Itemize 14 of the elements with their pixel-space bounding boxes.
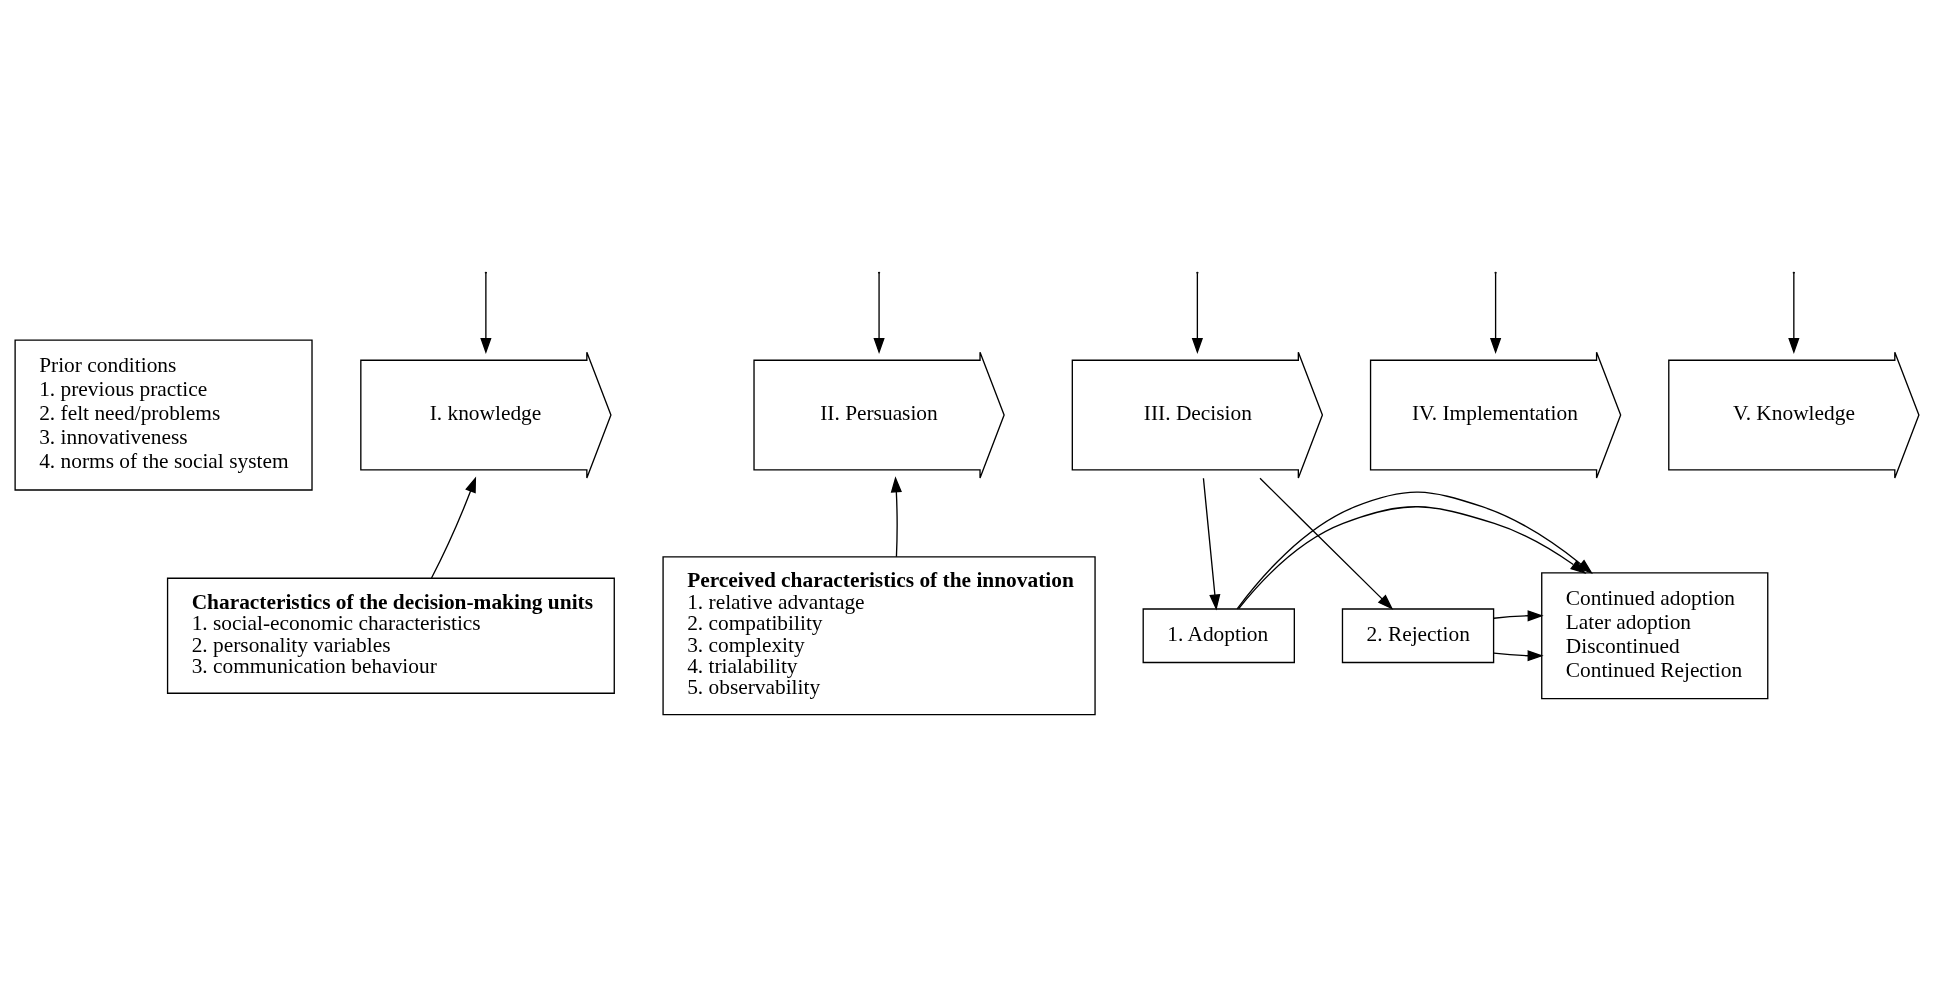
node-box: 2. Rejection [1341, 608, 1495, 664]
arrow [430, 476, 477, 579]
arrow [1259, 477, 1394, 610]
arrow [1493, 650, 1544, 662]
arrow [1202, 477, 1221, 611]
arrow [1489, 272, 1502, 355]
arrow [890, 476, 902, 558]
node-box: 1. Adoption [1142, 608, 1295, 664]
arrow [1191, 272, 1203, 355]
arrow [1493, 610, 1544, 622]
node-box: Prior conditions 1. previous practice 2. felt need/problems 3. innovativeness 4. norms of the social system [14, 339, 313, 491]
node-box: Perceived characteristics of the innovation 1. relative advantage 2. compatibility 3. complexity 4. trialability 5. observability [662, 556, 1096, 716]
node-box: Continued adoption Later adoption Discontinued Continued Rejection [1541, 572, 1769, 700]
node-box: Characteristics of the decision-making units 1. social-economic characteristics 2. personality variables 3. communication behaviour [166, 577, 615, 694]
